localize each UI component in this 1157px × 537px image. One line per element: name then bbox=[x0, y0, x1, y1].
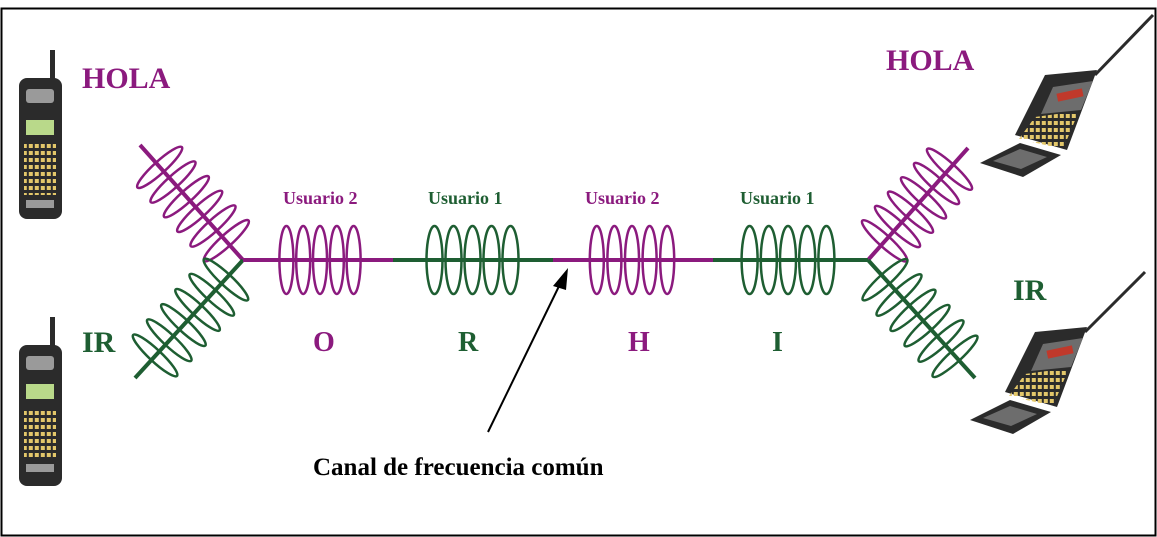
signal-coil bbox=[873, 204, 922, 249]
signal-coil bbox=[606, 224, 623, 296]
signal-coil bbox=[189, 204, 237, 248]
signal-coil bbox=[162, 174, 211, 219]
signal-coil bbox=[345, 224, 362, 296]
signal-coil bbox=[778, 224, 798, 296]
signal-coil bbox=[759, 224, 779, 296]
branch-line-bottom-left bbox=[133, 258, 245, 380]
pointer-arrowhead bbox=[553, 268, 568, 290]
label-user: Usuario 1 bbox=[428, 188, 503, 208]
label-user: Usuario 2 bbox=[283, 188, 358, 208]
branch-line-bottom-right bbox=[866, 258, 977, 380]
signal-coil bbox=[797, 224, 817, 296]
signal-coil bbox=[175, 189, 224, 234]
label-letter: H bbox=[628, 327, 650, 358]
label-ir-left: IR bbox=[82, 326, 116, 359]
signal-coil bbox=[641, 224, 658, 296]
signal-coil bbox=[482, 224, 501, 296]
signal-coil bbox=[501, 224, 520, 296]
signal-coil bbox=[444, 224, 463, 296]
branch-line-top-right bbox=[866, 146, 970, 262]
label-hola-right: HOLA bbox=[886, 44, 975, 77]
signal-coil bbox=[278, 224, 295, 296]
signal-coil bbox=[294, 224, 312, 296]
signal-coil bbox=[159, 302, 207, 348]
signal-coil bbox=[658, 224, 676, 296]
signal-coil bbox=[135, 145, 184, 190]
signal-coil bbox=[889, 288, 937, 333]
signal-coil bbox=[131, 333, 179, 378]
signal-coil bbox=[202, 257, 250, 302]
pointer-arrow bbox=[487, 279, 563, 433]
signal-coil bbox=[903, 303, 951, 348]
signal-coil bbox=[588, 224, 606, 296]
signal-coil bbox=[912, 161, 961, 206]
signal-coil bbox=[623, 224, 641, 296]
diagram-frame bbox=[0, 7, 1157, 537]
signal-coil bbox=[149, 160, 197, 204]
signal-coil bbox=[925, 147, 974, 192]
signal-coil bbox=[328, 224, 346, 296]
signal-coil bbox=[425, 224, 444, 296]
signal-coil bbox=[861, 257, 909, 302]
flip-phone-icon bbox=[980, 13, 1155, 177]
flip-phone-icon bbox=[970, 270, 1147, 434]
signal-coil bbox=[886, 190, 935, 235]
signal-coil bbox=[311, 224, 329, 296]
label-letter: I bbox=[772, 327, 783, 358]
label-letter: R bbox=[458, 327, 479, 358]
signal-coil bbox=[463, 224, 482, 296]
label-user: Usuario 2 bbox=[585, 188, 660, 208]
mobile-phone-icon bbox=[19, 317, 62, 486]
signal-coil bbox=[899, 175, 948, 220]
signal-coil bbox=[145, 318, 193, 363]
signal-coil bbox=[188, 272, 236, 317]
signal-coil bbox=[174, 287, 222, 333]
label-ir-right: IR bbox=[1013, 274, 1047, 307]
signal-coil bbox=[917, 319, 965, 363]
label-caption: Canal de frecuencia común bbox=[313, 454, 604, 481]
signal-coil bbox=[875, 273, 923, 317]
label-hola-left: HOLA bbox=[82, 62, 171, 95]
signal-coil bbox=[931, 334, 979, 379]
signal-coil bbox=[817, 224, 836, 296]
mobile-phone-icon bbox=[19, 50, 62, 219]
signal-coil bbox=[740, 224, 759, 296]
label-user: Usuario 1 bbox=[740, 188, 815, 208]
branch-line-top-left bbox=[138, 143, 245, 262]
label-letter: O bbox=[313, 327, 335, 358]
